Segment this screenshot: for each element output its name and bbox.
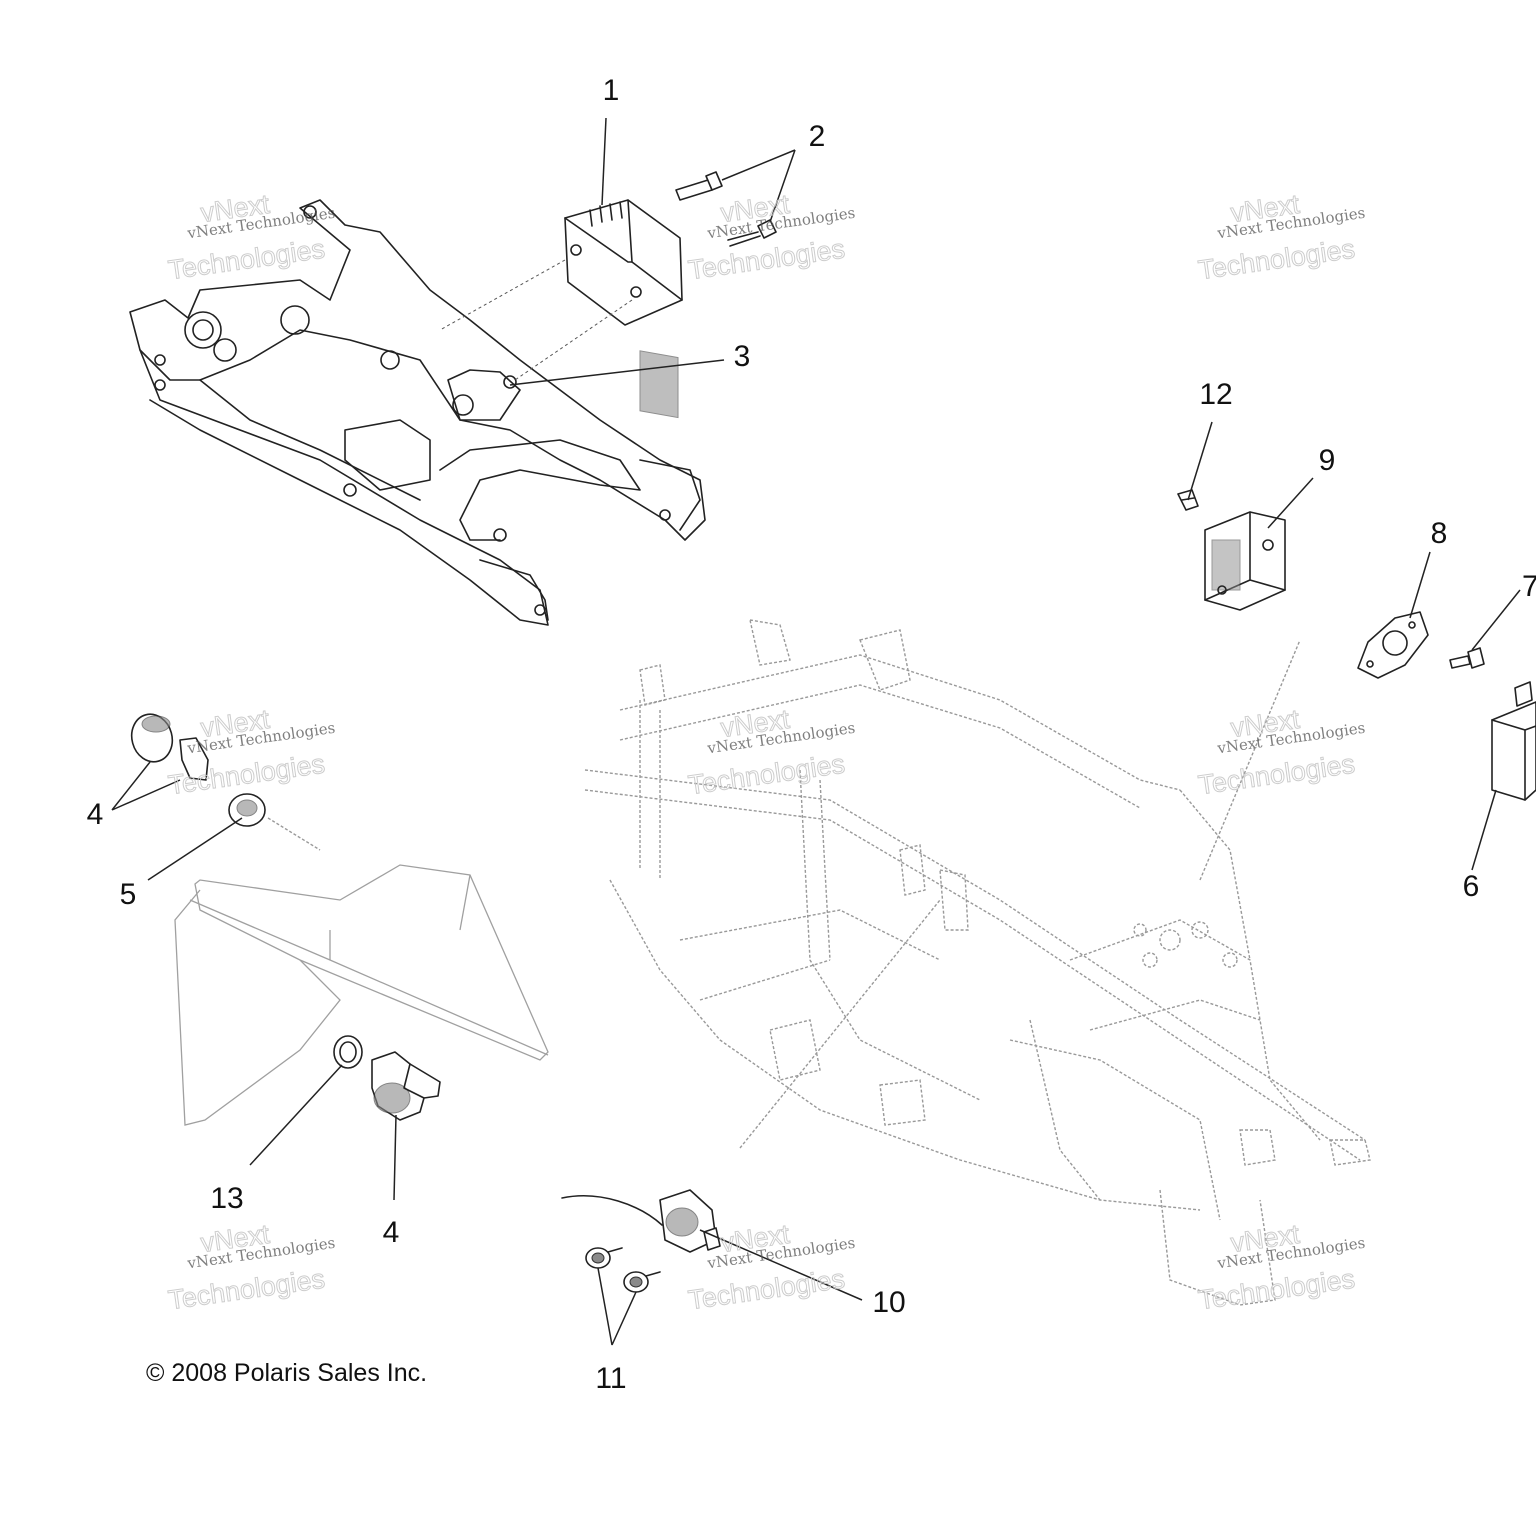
part-bracket: [1204, 511, 1286, 611]
watermark-4: vNext vNext Technologies Technologies: [166, 703, 336, 800]
part-screw: [1449, 647, 1485, 669]
callout-12: 12: [1199, 378, 1232, 411]
leader-lines: [111, 117, 1521, 1346]
callout-5: 5: [120, 878, 137, 911]
part-grommet: [228, 793, 266, 827]
callout-4-lower: 4: [383, 1216, 400, 1249]
callout-7: 7: [1522, 570, 1536, 603]
part-cap: [130, 713, 209, 781]
callout-13: 13: [210, 1182, 243, 1215]
part-washer: [333, 1035, 363, 1069]
part-subframe: [129, 199, 706, 626]
callout-2: 2: [809, 120, 826, 153]
part-bolts: [675, 171, 777, 247]
callout-6: 6: [1463, 870, 1480, 903]
watermark-9: vNext vNext Technologies Technologies: [1196, 1218, 1366, 1315]
watermark-1: vNext vNext Technologies Technologies: [166, 188, 336, 285]
watermark-6: vNext vNext Technologies Technologies: [1196, 703, 1366, 800]
watermark-5: vNext vNext Technologies Technologies: [686, 703, 856, 800]
assembly-line: [439, 259, 566, 331]
callout-9: 9: [1319, 444, 1336, 477]
watermark-3: vNext vNext Technologies Technologies: [1196, 188, 1366, 285]
part-gasket-plate: [1357, 611, 1429, 679]
headlamp-housing-ghost: [174, 817, 549, 1126]
copyright-notice: © 2008 Polaris Sales Inc.: [146, 1359, 427, 1387]
part-bulb-socket: [371, 1051, 441, 1121]
part-screws: [585, 1247, 661, 1293]
part-switch: [561, 1189, 721, 1253]
watermark-7: vNext vNext Technologies Technologies: [166, 1218, 336, 1315]
main-frame-ghost: [584, 619, 1371, 1306]
callout-1: 1: [603, 74, 620, 107]
part-regulator-module: [564, 199, 683, 419]
callout-11: 11: [595, 1362, 626, 1395]
part-relay-module: [1491, 681, 1536, 801]
callout-8: 8: [1431, 517, 1448, 550]
watermark-2: vNext vNext Technologies Technologies: [686, 188, 856, 285]
callout-4-upper: 4: [87, 798, 104, 831]
callout-3: 3: [734, 340, 751, 373]
callout-10: 10: [872, 1286, 905, 1319]
